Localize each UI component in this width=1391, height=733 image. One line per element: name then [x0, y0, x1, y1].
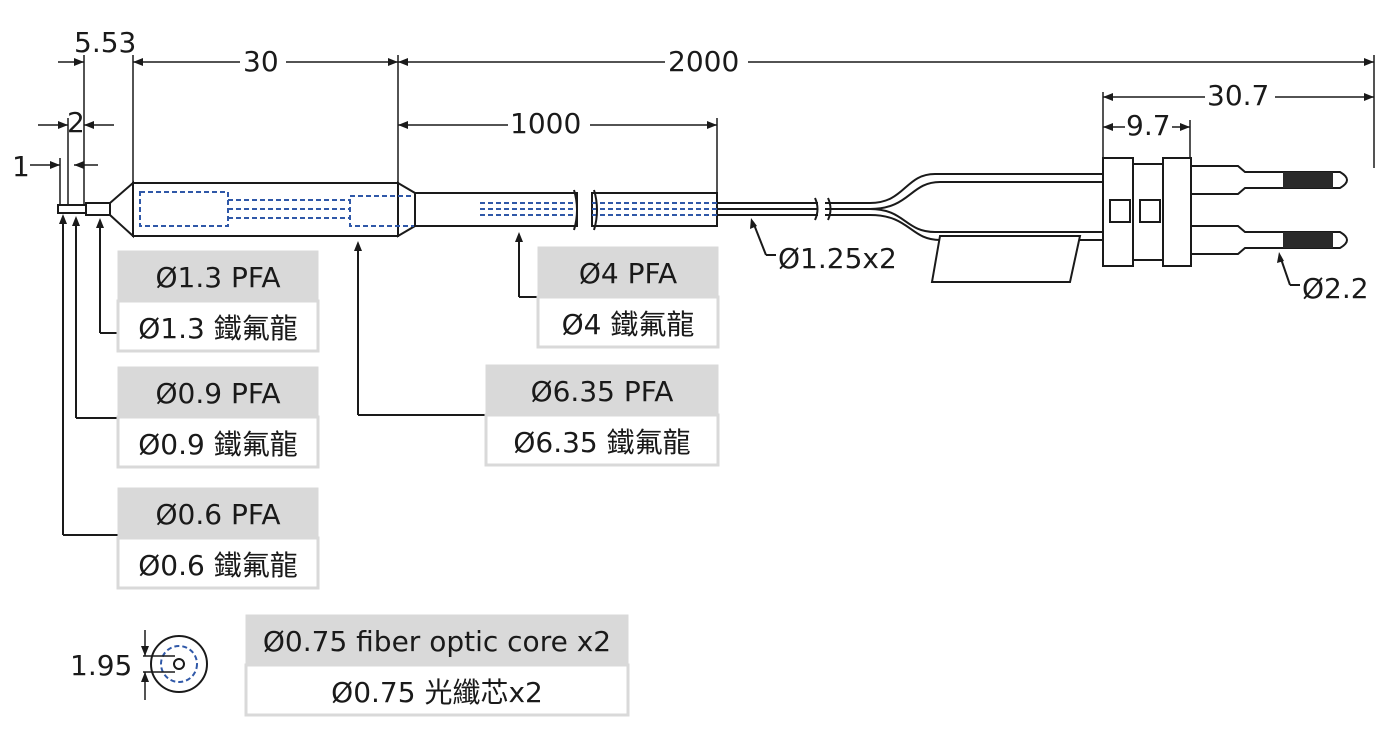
dim-2000: 2000: [668, 45, 739, 78]
label-0-6-teflon: Ø0.6 鐵氟龍: [138, 549, 297, 582]
label-0-9-pfa: Ø0.9 PFA: [155, 377, 280, 410]
dim-1000: 1000: [510, 107, 581, 140]
dim-30: 30: [243, 45, 279, 78]
dim-9-7: 9.7: [1126, 109, 1171, 142]
label-core-en: Ø0.75 fiber optic core x2: [263, 625, 611, 658]
connector: [1102, 157, 1348, 267]
label-4-teflon: Ø4 鐵氟龍: [562, 308, 695, 341]
dual-fiber: [717, 173, 1105, 283]
cross-section: [141, 630, 208, 700]
leader-lines: [59, 214, 1300, 536]
dim-2: 2: [67, 106, 85, 139]
tube-4mm: [414, 189, 718, 231]
label-6-35-teflon: Ø6.35 鐵氟龍: [513, 426, 690, 459]
dim-30-7: 30.7: [1207, 79, 1269, 112]
label-1-3-teflon: Ø1.3 鐵氟龍: [138, 312, 297, 345]
dim-5-53: 5.53: [74, 26, 136, 59]
probe-tip: [57, 180, 134, 239]
dimension-lines: [30, 55, 1375, 212]
label-1-3-pfa: Ø1.3 PFA: [155, 261, 280, 294]
dim-1-95: 1.95: [70, 649, 132, 682]
label-0-6-pfa: Ø0.6 PFA: [155, 498, 280, 531]
label-1-25x2: Ø1.25x2: [778, 242, 897, 275]
dim-1: 1: [12, 150, 30, 183]
label-0-9-teflon: Ø0.9 鐵氟龍: [138, 428, 297, 461]
label-4-pfa: Ø4 PFA: [579, 257, 677, 290]
label-core-zh: Ø0.75 光纖芯x2: [331, 676, 543, 709]
label-6-35-pfa: Ø6.35 PFA: [531, 375, 674, 408]
label-2-2: Ø2.2: [1302, 272, 1369, 305]
main-sleeve: [132, 181, 481, 238]
